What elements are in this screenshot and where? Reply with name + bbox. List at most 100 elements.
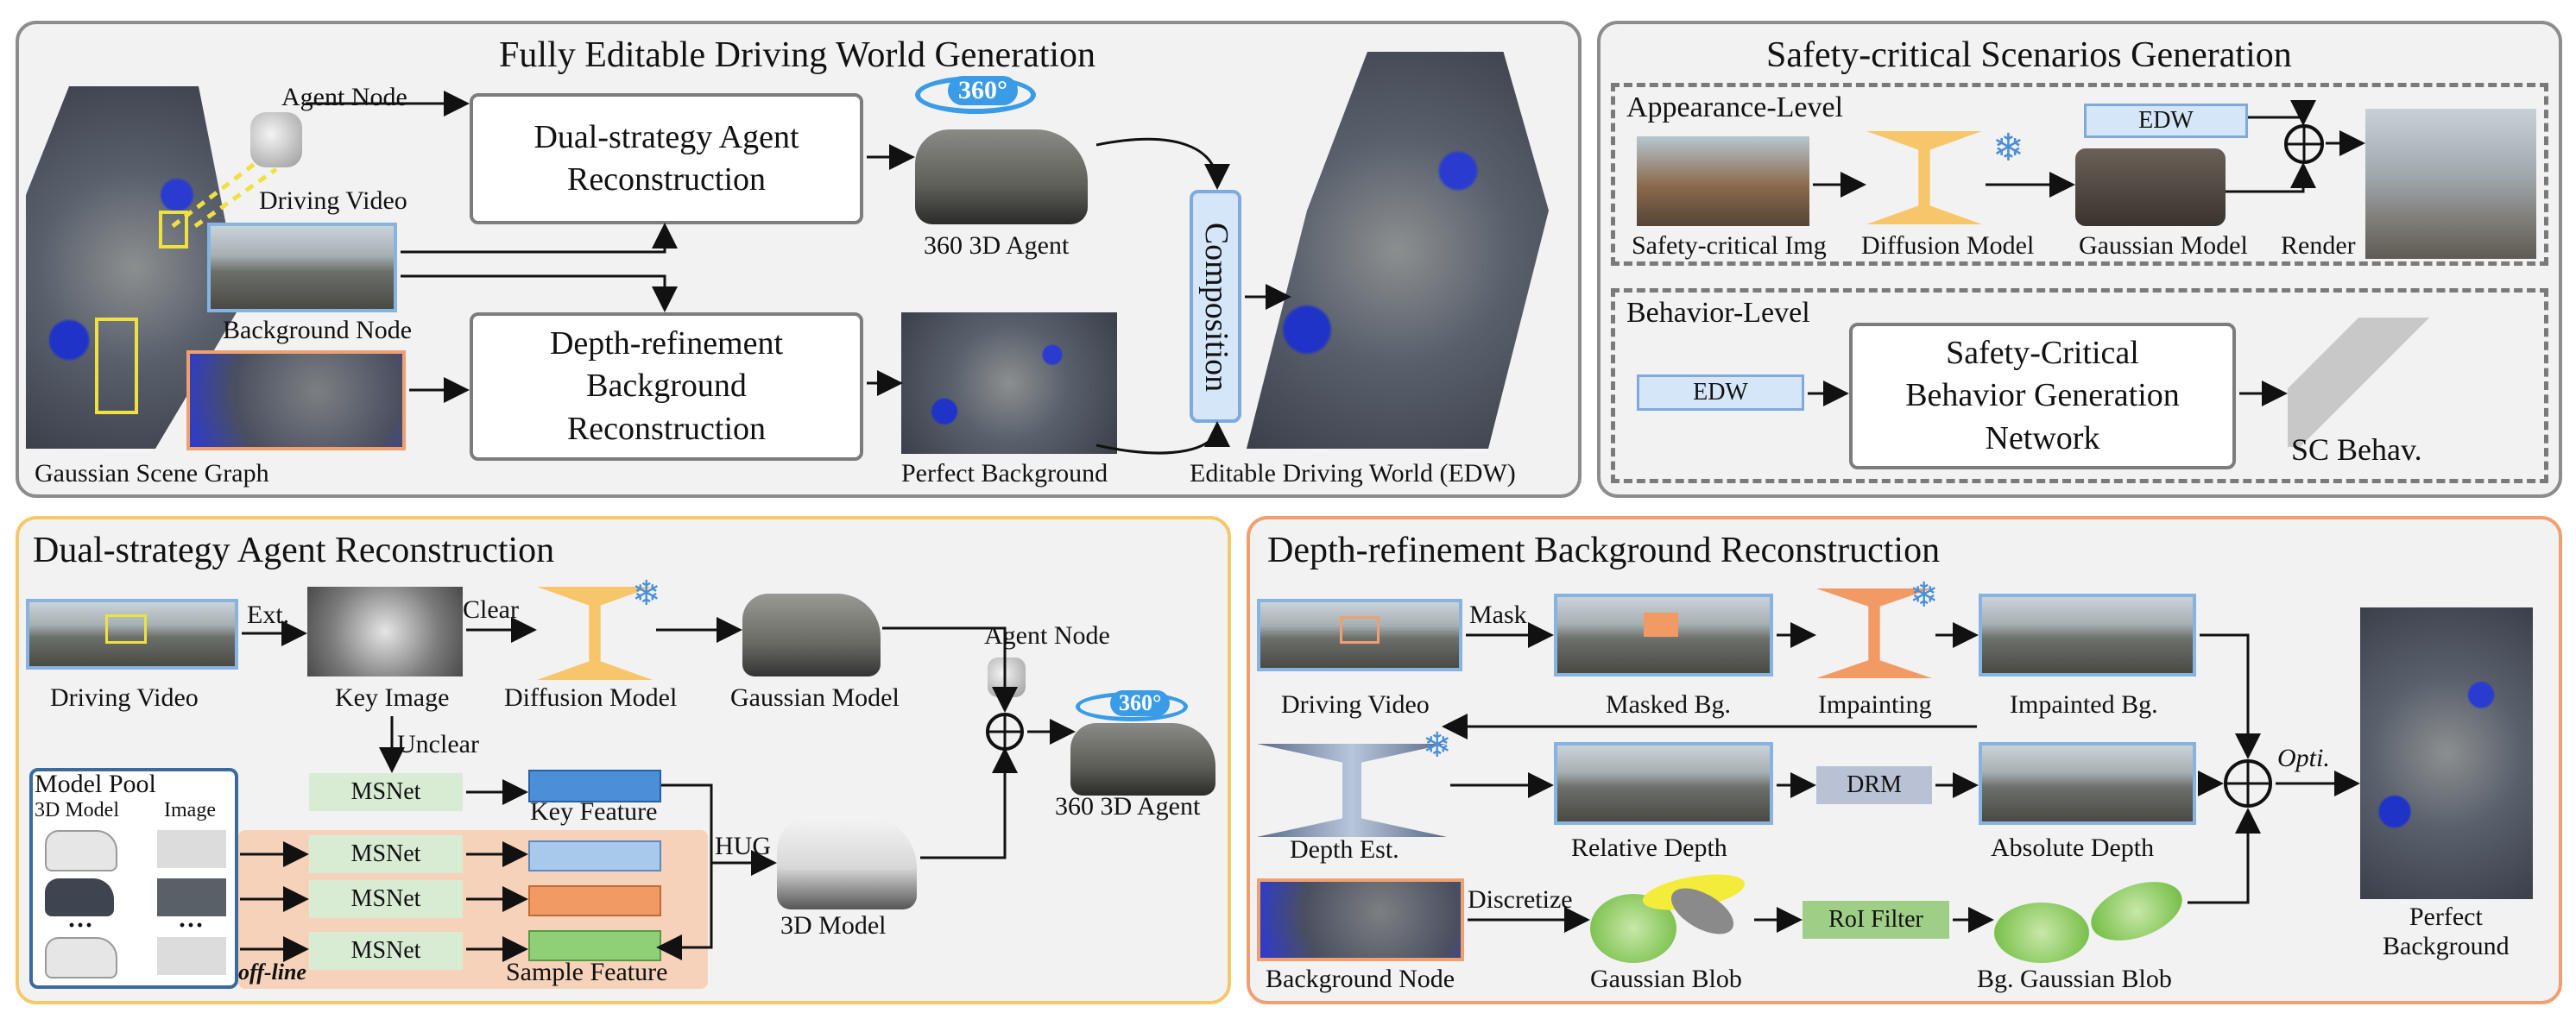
- key-feature-label: Key Feature: [530, 797, 658, 826]
- appearance-level-group: [1611, 83, 2548, 266]
- gaussian-blob-image: [1590, 867, 1751, 966]
- gaussian-car-image: [742, 594, 881, 676]
- agent-highlight-box: [105, 614, 147, 644]
- msnet-1: MSNet: [309, 835, 463, 873]
- depth-refinement-box: Depth-refinement Background Reconstructi…: [470, 312, 863, 461]
- pool-car-3: [45, 937, 117, 978]
- gaussian-blob-label: Gaussian Blob: [1590, 965, 1742, 993]
- pool-car-1: [45, 830, 117, 871]
- impainted-bg-image: [1979, 594, 2196, 676]
- sc-behavior-road-image: [2288, 318, 2512, 447]
- pool-img-2: [157, 878, 226, 916]
- edw-tag-appearance: EDW: [2084, 104, 2248, 138]
- perfect-background-image-br: [2360, 607, 2533, 899]
- sample-feature-bar-blue: [528, 840, 661, 871]
- model-pool-label: Model Pool: [35, 770, 156, 798]
- background-node-thumbnail-br: [1257, 878, 1464, 961]
- panel-title-dual-strategy: Dual-strategy Agent Reconstruction: [33, 531, 555, 570]
- badge-360-text-bl: 360°: [1110, 690, 1171, 716]
- background-node-label: Background Node: [223, 316, 413, 344]
- pool-ellipsis-1: ···: [67, 911, 94, 940]
- key-feature-bar: [528, 770, 661, 802]
- pool-3d-model-label: 3D Model: [35, 799, 119, 821]
- safety-critical-img-label: Safety-critical Img: [1632, 231, 1827, 260]
- masked-region: [1644, 613, 1678, 637]
- gaussian-model-label-bl: Gaussian Model: [730, 683, 900, 712]
- absolute-depth-image: [1979, 742, 2196, 825]
- offline-label: off-line: [238, 960, 306, 985]
- sc-behavior-label: SC Behav.: [2291, 432, 2422, 467]
- sample-feature-bar-orange: [528, 885, 661, 916]
- car-3d-agent-image-bl: [1070, 723, 1215, 796]
- masked-bg-label: Masked Bg.: [1606, 690, 1731, 719]
- relative-depth-label: Relative Depth: [1571, 834, 1727, 862]
- pool-car-2: [45, 878, 114, 916]
- badge-360-text: 360°: [948, 76, 1018, 105]
- driving-video-label-2: Driving Video: [50, 683, 199, 712]
- perfect-background-image: [901, 312, 1117, 454]
- gaussian-model-image: [2075, 148, 2226, 226]
- key-image: [307, 587, 463, 676]
- perfect-background-label: Perfect Background: [901, 459, 1108, 488]
- render-output-image: [2365, 109, 2536, 259]
- edw-tag-behavior: EDW: [1637, 374, 1804, 411]
- perfect-background-label-br: Perfect Background: [2383, 903, 2510, 960]
- render-label: Render: [2281, 231, 2356, 260]
- background-node-label-br: Background Node: [1266, 965, 1455, 993]
- relative-depth-image: [1554, 742, 1773, 825]
- impainted-bg-label: Impainted Bg.: [2010, 690, 2158, 719]
- model-3d-label: 3D Model: [780, 911, 887, 940]
- composition-box: [1190, 190, 1241, 423]
- sc-behavior-network-box: Safety-Critical Behavior Generation Netw…: [1849, 323, 2236, 469]
- driving-video-label-3: Driving Video: [1281, 690, 1430, 719]
- msnet-key: MSNet: [309, 773, 463, 811]
- absolute-depth-label: Absolute Depth: [1991, 834, 2155, 862]
- pool-image-label: Image: [164, 799, 216, 821]
- car-3d-agent-image: [915, 129, 1088, 224]
- safety-critical-img: [1637, 136, 1809, 226]
- snowflake-icon-br1: ❄: [1910, 576, 1939, 614]
- pool-ellipsis-2: ···: [178, 911, 205, 940]
- edw-label: Editable Driving World (EDW): [1190, 459, 1516, 488]
- opti-label: Opti.: [2277, 744, 2330, 772]
- behavior-level-label: Behavior-Level: [1626, 297, 1810, 329]
- pool-img-3: [157, 937, 226, 975]
- drm-tag: DRM: [1816, 766, 1932, 804]
- depth-est-label: Depth Est.: [1290, 835, 1399, 864]
- msnet-2: MSNet: [309, 880, 463, 918]
- discretize-label: Discretize: [1468, 885, 1573, 914]
- diffusion-model-label-top: Diffusion Model: [1861, 231, 2035, 260]
- gaussian-scene-graph-label: Gaussian Scene Graph: [35, 459, 269, 488]
- model-3d-car-image: [777, 816, 917, 909]
- bg-gaussian-blob-label: Bg. Gaussian Blob: [1977, 965, 2172, 993]
- gaussian-model-label: Gaussian Model: [2079, 231, 2248, 260]
- background-node-thumbnail: [186, 350, 406, 450]
- bg-blob-1: [1994, 903, 2089, 963]
- agent-node-thumbnail: [250, 112, 302, 167]
- plus-circle-icon-br: [2224, 759, 2272, 808]
- bg-gaussian-blob-image: [1994, 870, 2190, 966]
- roi-filter-tag: RoI Filter: [1803, 901, 1949, 939]
- msnet-3: MSNet: [309, 932, 463, 970]
- sample-feature-bar-green: [528, 930, 661, 961]
- snowflake-icon-bl: ❄: [632, 574, 661, 613]
- agent-3d-label: 360 3D Agent: [924, 231, 1070, 260]
- unclear-label: Unclear: [397, 730, 479, 758]
- impainting-label: Impainting: [1818, 690, 1932, 719]
- snowflake-icon: ❄: [1992, 127, 2024, 169]
- mask-label: Mask: [1469, 601, 1527, 629]
- panel-title-depth-refinement: Depth-refinement Background Reconstructi…: [1267, 531, 1941, 570]
- behavior-level-group: [1611, 288, 2548, 483]
- sample-feature-label: Sample Feature: [506, 958, 668, 986]
- key-image-label: Key Image: [335, 683, 450, 712]
- pool-img-1: [157, 830, 226, 868]
- driving-video-thumbnail: [207, 223, 397, 312]
- driving-video-thumbnail-3: [1257, 599, 1462, 671]
- driving-video-label: Driving Video: [259, 186, 407, 215]
- bg-highlight-box: [1340, 616, 1380, 644]
- panel-title-editable-world: Fully Editable Driving World Generation: [499, 35, 1096, 75]
- dual-strategy-box: Dual-strategy Agent Reconstruction: [470, 93, 863, 224]
- panel-title-safety-critical: Safety-critical Scenarios Generation: [1766, 35, 2292, 75]
- clear-label: Clear: [463, 595, 519, 624]
